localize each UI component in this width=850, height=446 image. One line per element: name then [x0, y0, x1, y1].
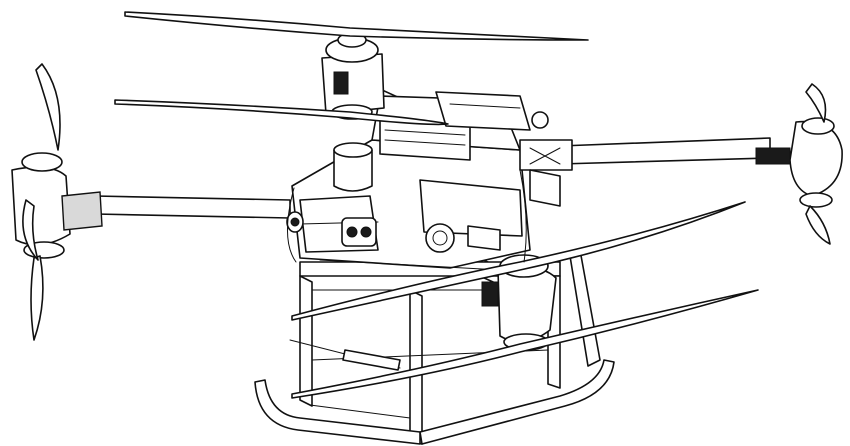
cable-right — [519, 169, 527, 263]
gimbal-cluster — [425, 223, 501, 253]
side-camera — [286, 211, 304, 233]
propeller-rear-left-upper — [124, 11, 589, 41]
motor-front-left — [11, 152, 103, 259]
propeller-front-right-upper — [291, 201, 746, 321]
arm-rear-right — [559, 137, 771, 165]
propeller-rear-right-upper — [805, 83, 827, 123]
propeller-rear-left-lower — [114, 99, 449, 126]
cable-left — [286, 187, 297, 263]
propeller-rear-right-lower — [805, 205, 831, 245]
propeller-front-right-lower — [291, 289, 759, 399]
front-camera-pair — [341, 217, 377, 247]
propeller-front-left-side — [22, 199, 39, 261]
propeller-front-left-upper — [35, 63, 61, 151]
landing-frame — [254, 249, 615, 445]
propeller-front-left-lower — [30, 255, 44, 341]
rear-sensor-unit — [519, 111, 573, 207]
arm-front-left — [94, 195, 291, 219]
motor-rear-right — [755, 117, 843, 208]
top-dome-sensor — [333, 142, 373, 192]
motor-rear-left — [321, 32, 385, 120]
